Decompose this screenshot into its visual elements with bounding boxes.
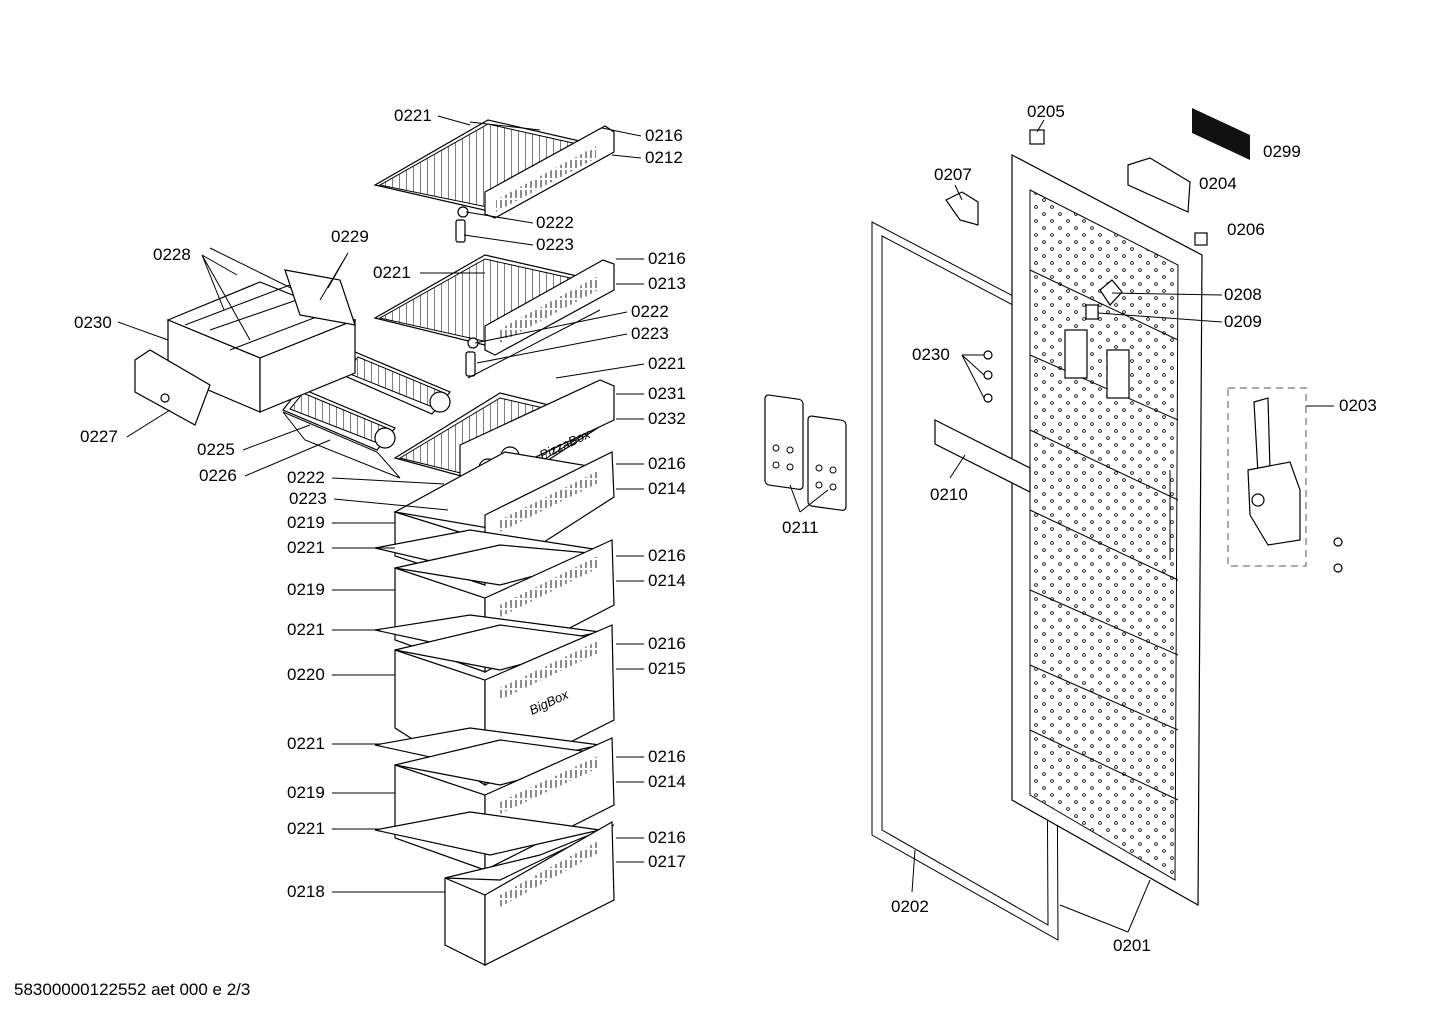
- callout-label: 0216: [648, 249, 686, 268]
- ice-tray-2: [282, 387, 401, 479]
- callout-label: 0221: [287, 538, 325, 557]
- callout-label: 0221: [287, 734, 325, 753]
- callout-label: 0226: [199, 466, 237, 485]
- top-cap-0204: [1127, 157, 1191, 213]
- callout-label: 0219: [287, 580, 325, 599]
- callout-label: 0221: [648, 354, 686, 373]
- hinge-screws: [1333, 537, 1343, 573]
- callout-label: 0221: [287, 620, 325, 639]
- bracket-0208: [1085, 279, 1123, 320]
- accessory-flap: [284, 269, 356, 326]
- trim-part-0299: [1192, 108, 1250, 160]
- callout-label: 0221: [287, 819, 325, 838]
- wire-shelf-top: [373, 119, 612, 214]
- hinge-assembly-0203: [1227, 387, 1307, 567]
- callout-label: 0212: [645, 148, 683, 167]
- callout-label: 0214: [648, 772, 686, 791]
- callout-label: 0201: [1113, 936, 1151, 955]
- callout-label: 0223: [536, 235, 574, 254]
- shelf-front-trim-top: [484, 125, 615, 219]
- callout-label: 0216: [648, 546, 686, 565]
- shelf-front-trim-2: [484, 259, 615, 356]
- callout-label: 0216: [648, 454, 686, 473]
- door-seal-gasket: [871, 221, 1059, 941]
- callout-label: 0217: [648, 852, 686, 871]
- callout-label: 0225: [197, 440, 235, 459]
- cold-pack-2: [807, 415, 847, 511]
- callout-label: 0221: [394, 106, 432, 125]
- clip-0207: [945, 191, 979, 226]
- callout-label: 0204: [1199, 174, 1237, 193]
- callout-label: 0209: [1224, 312, 1262, 331]
- screws-group: [983, 350, 993, 403]
- callout-label: 0210: [930, 485, 968, 504]
- callout-label: 0207: [934, 165, 972, 184]
- callout-label: 0228: [153, 245, 191, 264]
- callout-label: 0230: [74, 313, 112, 332]
- callout-label: 0221: [373, 263, 411, 282]
- callout-label: 0205: [1027, 102, 1065, 121]
- callout-label: 0206: [1227, 220, 1265, 239]
- callout-label: 0208: [1224, 285, 1262, 304]
- callout-label: 0222: [631, 302, 669, 321]
- accessory-front-panel: [134, 349, 211, 426]
- shelf-bracket-top: [455, 206, 469, 243]
- callout-label: 0216: [648, 828, 686, 847]
- door-inner-liner: [1011, 154, 1203, 907]
- clip-0206: [1194, 232, 1208, 246]
- callout-label: 0222: [287, 468, 325, 487]
- cold-pack-1: [764, 394, 804, 490]
- callout-label: 0216: [648, 747, 686, 766]
- door-handle-bar: [934, 419, 1031, 493]
- document-footer-code: 58300000122552 aet 000 e 2/3: [14, 980, 251, 999]
- callout-label: 0202: [891, 897, 929, 916]
- callout-label: 0299: [1263, 142, 1301, 161]
- callout-label: 0232: [648, 409, 686, 428]
- callout-label: 0219: [287, 783, 325, 802]
- callout-label: 0223: [631, 324, 669, 343]
- callout-label: 0227: [80, 427, 118, 446]
- callout-label: 0213: [648, 274, 686, 293]
- callout-label: 0215: [648, 659, 686, 678]
- ice-tray-1: [337, 351, 451, 415]
- callout-label: 0223: [289, 489, 327, 508]
- accessory-tray-box: [166, 247, 357, 413]
- callout-label: 0218: [287, 882, 325, 901]
- leader-lines-right: [789, 119, 1334, 933]
- callout-label: 0214: [648, 479, 686, 498]
- callout-label: 0216: [648, 634, 686, 653]
- callout-label: 0214: [648, 571, 686, 590]
- leader-lines-left: [117, 115, 645, 893]
- callout-labels: 0221 0216 0212 0222 0223 0228 0229 0216 0221 0213…: [74, 102, 1377, 955]
- callout-label: 0229: [331, 227, 369, 246]
- callout-label: 0203: [1339, 396, 1377, 415]
- drawer-bottom: [444, 820, 615, 966]
- callout-label: 0230: [912, 345, 950, 364]
- callout-label: 0211: [782, 518, 819, 537]
- clip-0205: [1029, 129, 1045, 145]
- callout-label: 0216: [645, 126, 683, 145]
- callout-label: 0222: [536, 213, 574, 232]
- callout-label: 0219: [287, 513, 325, 532]
- callout-label: 0231: [648, 384, 686, 403]
- callout-label: 0220: [287, 665, 325, 684]
- shelf-bracket-2: [465, 309, 601, 379]
